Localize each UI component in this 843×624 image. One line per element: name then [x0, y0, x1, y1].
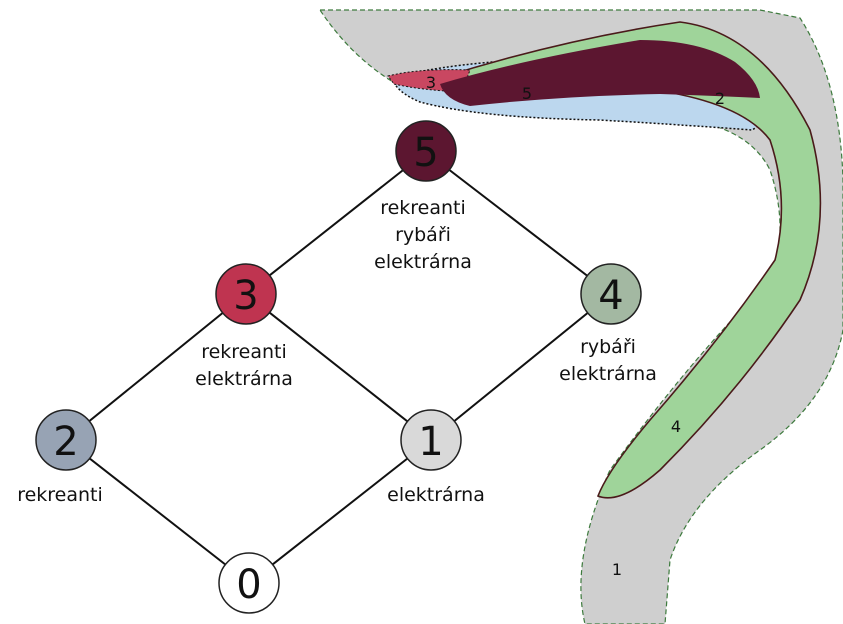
- node-4-label-1: rybáři: [580, 336, 636, 358]
- edge-3-1: [245, 293, 432, 441]
- node-1-circle: [400, 409, 462, 471]
- node-3-number: 3: [233, 273, 258, 319]
- river-zone-4: [439, 21, 822, 499]
- node-4-circle: [580, 263, 642, 325]
- lattice-edges: [65, 151, 612, 584]
- zone-label-2: 2: [715, 89, 725, 108]
- zone-label-4: 4: [671, 417, 681, 436]
- node-3-label-1: rekreanti: [201, 341, 287, 363]
- node-3-label-2: elektrárna: [195, 368, 293, 390]
- node-1-number: 1: [418, 419, 443, 465]
- node-4-number: 4: [598, 273, 623, 319]
- node-0-circle: [218, 552, 280, 614]
- node-4-label-2: elektrárna: [559, 363, 657, 385]
- node-0-number: 0: [236, 562, 261, 608]
- edge-2-0: [65, 439, 250, 584]
- node-3-circle: [215, 263, 277, 325]
- node-5-label-2: rybáři: [395, 224, 451, 246]
- edge-4-1: [430, 293, 612, 441]
- edge-3-2: [65, 293, 247, 441]
- lattice-nodes: 5 rekreanti rybáři elektrárna 3 rekreant…: [17, 120, 657, 614]
- node-5-label-3: elektrárna: [374, 251, 472, 273]
- node-1-label-1: elektrárna: [387, 484, 485, 506]
- node-5-number: 5: [413, 130, 438, 176]
- node-2-label-1: rekreanti: [17, 484, 103, 506]
- node-5-label-1: rekreanti: [380, 197, 466, 219]
- zone-label-5: 5: [522, 84, 532, 103]
- edge-5-3: [245, 151, 427, 295]
- node-5-circle: [395, 120, 457, 182]
- river-zone-5: [440, 40, 760, 106]
- river-map: 3 5 2 4 1: [318, 9, 843, 624]
- edge-1-0: [248, 439, 432, 584]
- node-2-circle: [35, 409, 97, 471]
- zone-label-3: 3: [426, 73, 436, 92]
- zone-label-1: 1: [612, 560, 622, 579]
- node-2-number: 2: [53, 419, 78, 465]
- edge-5-4: [425, 151, 612, 295]
